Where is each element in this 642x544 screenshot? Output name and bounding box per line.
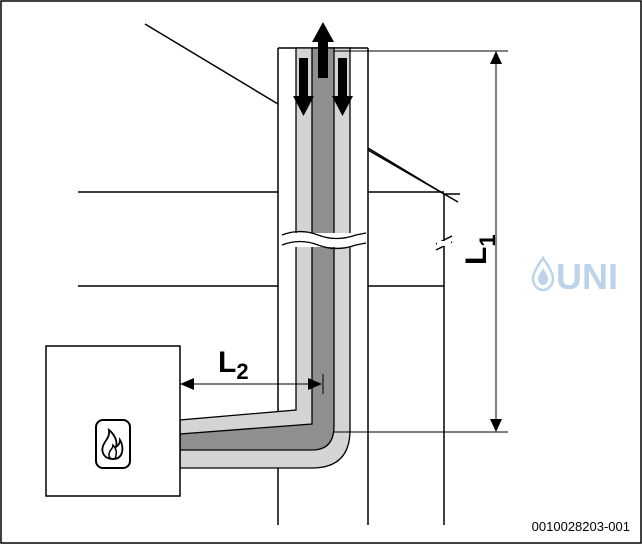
- roof-line: [144, 23, 279, 105]
- intake-arrow-left: [293, 58, 314, 116]
- exhaust-arrow-up: [312, 22, 334, 78]
- shaft-break-bottom: [281, 240, 367, 250]
- l1-arrowhead-bottom: [490, 419, 502, 432]
- shaft-break-top: [281, 230, 367, 240]
- watermark: UNI: [531, 255, 618, 297]
- intake-arrow-right: [332, 58, 353, 116]
- reference-code: 0010028203-001: [532, 519, 630, 534]
- l2-label: L2: [218, 346, 249, 384]
- l1-label: L1: [460, 234, 500, 265]
- house-roof: [367, 147, 460, 195]
- house-roof-edge: [367, 149, 459, 203]
- l2-arrowhead-left: [180, 378, 194, 390]
- watermark-text: UNI: [556, 256, 618, 297]
- l1-arrowhead-top: [490, 51, 502, 64]
- l2-arrowhead-right: [308, 378, 322, 390]
- flame-icon: [95, 419, 131, 469]
- water-drop-icon: [531, 255, 555, 292]
